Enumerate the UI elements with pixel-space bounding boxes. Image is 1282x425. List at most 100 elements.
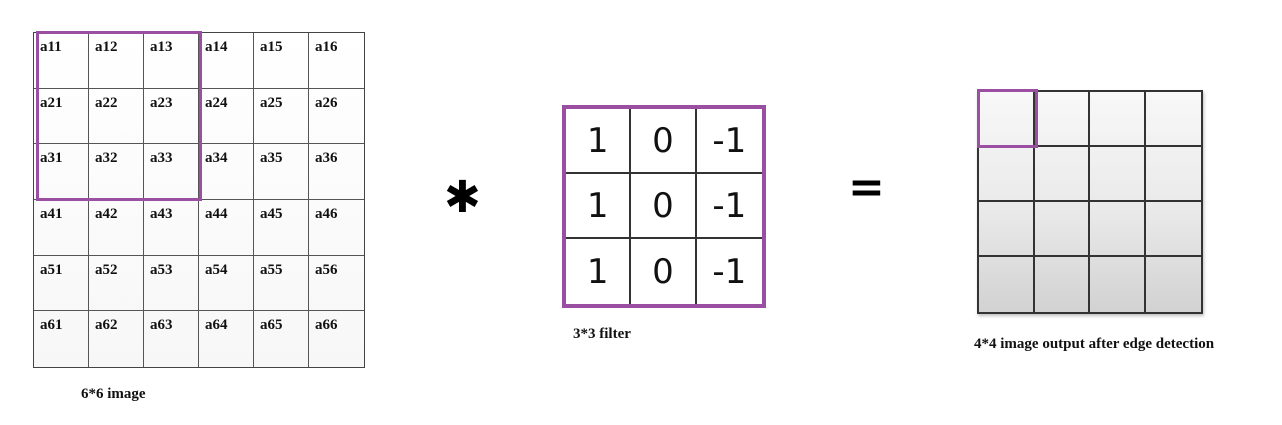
input-cell: a25 xyxy=(254,88,309,145)
input-cell: a15 xyxy=(254,33,309,89)
filter-cell: 1 xyxy=(566,109,632,174)
input-cell: a62 xyxy=(89,311,144,367)
input-cell-label: a45 xyxy=(260,206,283,222)
output-cell xyxy=(1034,202,1090,257)
input-cell: a13 xyxy=(144,33,199,89)
input-cell: a12 xyxy=(89,33,144,89)
input-cell-label: a64 xyxy=(205,317,228,334)
input-cell: a24 xyxy=(199,88,254,145)
input-cell-label: a24 xyxy=(205,94,228,111)
input-cell-label: a11 xyxy=(40,39,62,55)
input-cell-label: a62 xyxy=(95,317,118,334)
input-cell-label: a42 xyxy=(95,206,118,222)
input-cell: a23 xyxy=(144,88,199,145)
input-cell-label: a65 xyxy=(260,317,283,334)
input-cell: a66 xyxy=(309,311,364,367)
output-cell-highlight xyxy=(977,89,1038,148)
input-cell: a54 xyxy=(199,255,254,312)
input-cell: a35 xyxy=(254,144,309,200)
input-cell: a46 xyxy=(309,200,364,256)
input-cell-label: a15 xyxy=(260,39,283,55)
equals-operator: = xyxy=(848,162,885,213)
input-cell: a22 xyxy=(89,88,144,145)
input-cell-label: a25 xyxy=(260,94,283,111)
input-cell-label: a43 xyxy=(150,206,173,222)
input-cell-label: a31 xyxy=(40,150,63,167)
input-cell: a44 xyxy=(199,200,254,256)
input-cell: a36 xyxy=(309,144,364,200)
input-cell-label: a55 xyxy=(260,261,283,278)
input-cell: a26 xyxy=(309,89,364,145)
filter-cell: 0 xyxy=(631,109,697,174)
input-cell-label: a41 xyxy=(40,206,63,222)
filter-cell: -1 xyxy=(712,251,747,292)
input-cell: a52 xyxy=(89,255,144,312)
input-cell: a51 xyxy=(34,255,89,312)
output-image-grid xyxy=(977,90,1203,314)
output-cell xyxy=(1090,202,1146,257)
output-cell xyxy=(1145,92,1201,147)
input-cell-label: a23 xyxy=(150,94,173,111)
convolution-operator: ✱ xyxy=(444,172,481,223)
filter-cell: 1 xyxy=(566,239,632,304)
input-cell: a34 xyxy=(199,144,254,200)
receptive-field-highlight xyxy=(36,31,202,201)
input-cell-label: a26 xyxy=(315,94,338,111)
output-cell xyxy=(1145,202,1201,257)
input-cell-label: a52 xyxy=(95,261,118,278)
output-cell xyxy=(1090,147,1146,202)
input-cell-label: a54 xyxy=(205,261,228,278)
input-cell: a63 xyxy=(144,311,199,367)
input-cell-label: a44 xyxy=(205,206,228,222)
input-cell: a56 xyxy=(309,256,364,312)
input-cell: a53 xyxy=(144,255,199,312)
input-cell: a65 xyxy=(254,311,309,367)
filter-cell: 0 xyxy=(631,174,697,239)
input-cell-label: a22 xyxy=(95,94,118,111)
filter-cell: -1 xyxy=(696,109,762,174)
input-cell-label: a35 xyxy=(260,150,283,167)
filter-cell: 1 xyxy=(566,174,632,239)
input-cell-label: a36 xyxy=(315,150,338,167)
output-cell xyxy=(1035,257,1090,312)
input-cell-label: a14 xyxy=(205,39,228,55)
input-cell: a45 xyxy=(254,200,309,256)
input-cell-label: a63 xyxy=(150,317,173,334)
input-image-caption: 6*6 image xyxy=(81,386,146,402)
input-cell-label: a66 xyxy=(315,317,338,334)
filter-caption: 3*3 filter xyxy=(573,326,631,342)
output-cell xyxy=(1145,147,1201,202)
filter-cell: 0 xyxy=(631,239,697,304)
input-cell: a11 xyxy=(34,33,89,89)
input-cell: a61 xyxy=(34,311,89,367)
output-cell xyxy=(1146,257,1202,312)
input-cell-label: a13 xyxy=(150,39,173,55)
output-image-caption: 4*4 image output after edge detection xyxy=(974,336,1215,352)
output-cell xyxy=(979,202,1035,257)
input-cell: a42 xyxy=(89,200,144,256)
output-cell xyxy=(979,147,1035,202)
input-cell-label: a51 xyxy=(40,261,63,278)
input-cell-label: a21 xyxy=(40,94,63,111)
input-cell-label: a53 xyxy=(150,261,173,278)
output-cell xyxy=(1034,92,1090,147)
filter-cell: -1 xyxy=(696,174,762,239)
input-cell-label: a46 xyxy=(315,206,338,222)
input-cell: a43 xyxy=(144,200,199,256)
input-cell-label: a61 xyxy=(40,317,63,334)
input-cell: a55 xyxy=(254,255,309,312)
input-cell-label: a16 xyxy=(315,39,338,55)
input-cell: a41 xyxy=(34,200,89,256)
output-cell xyxy=(1090,257,1146,312)
input-cell-label: a32 xyxy=(95,150,118,167)
output-cell xyxy=(1090,92,1146,147)
input-cell: a64 xyxy=(199,311,254,367)
output-cell xyxy=(1034,147,1090,202)
output-cell xyxy=(979,257,1035,312)
input-cell-label: a34 xyxy=(205,150,228,167)
input-cell: a14 xyxy=(199,33,254,89)
input-cell: a21 xyxy=(34,88,89,145)
input-cell-label: a12 xyxy=(95,39,118,55)
input-cell-label: a56 xyxy=(315,261,338,278)
